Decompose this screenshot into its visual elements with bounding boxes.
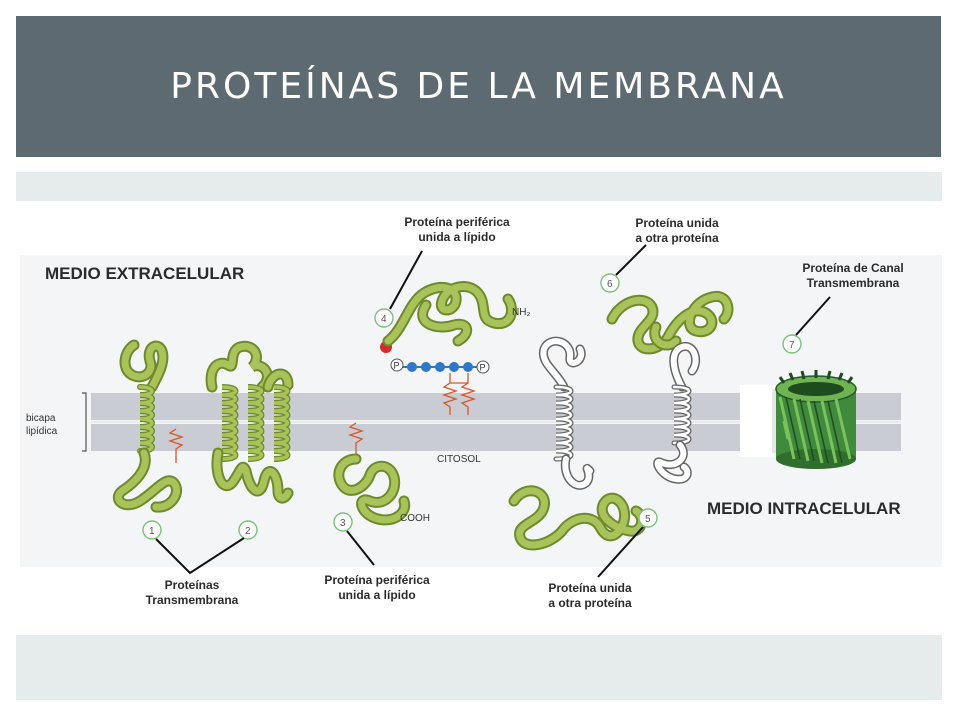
slide-title: PROTEÍNAS DE LA MEMBRANA	[170, 66, 787, 107]
svg-text:Transmembrana: Transmembrana	[807, 276, 900, 290]
svg-text:unida a lípido: unida a lípido	[418, 230, 495, 244]
membrane-protein-diagram: bicapa lipídica MEDIO EXTRACELULAR MEDIO…	[16, 201, 942, 635]
svg-text:Proteína unida: Proteína unida	[548, 581, 632, 595]
title-bar: PROTEÍNAS DE LA MEMBRANA	[16, 16, 941, 157]
helix-coil	[247, 385, 264, 461]
svg-text:3: 3	[340, 518, 346, 529]
transmembrane-protein-1	[113, 339, 183, 513]
svg-text:Proteína de Canal: Proteína de Canal	[802, 261, 903, 275]
transmembrane-protein-2-coils	[221, 384, 291, 462]
marker-4: 4	[374, 308, 394, 328]
label-periferica-bottom: Proteína periférica unida a lípido	[324, 573, 430, 602]
marker-1: 1	[142, 520, 162, 540]
svg-text:6: 6	[607, 279, 613, 290]
svg-text:P: P	[480, 363, 486, 373]
white-transmembrane-6	[653, 342, 701, 484]
medio-extracelular-label: MEDIO EXTRACELULAR	[45, 264, 244, 283]
svg-text:Proteínas: Proteínas	[165, 578, 220, 592]
linker-4	[441, 373, 477, 415]
svg-text:Proteína unida: Proteína unida	[635, 216, 719, 230]
svg-text:Transmembrana: Transmembrana	[146, 593, 239, 607]
marker-3: 3	[333, 512, 353, 532]
linker-1	[167, 428, 185, 463]
cooh-label: COOH	[400, 513, 430, 524]
label-canal: Proteína de Canal Transmembrana	[802, 261, 903, 290]
svg-text:7: 7	[789, 340, 795, 351]
svg-text:2: 2	[245, 526, 251, 537]
svg-text:1: 1	[149, 526, 155, 537]
svg-text:P: P	[394, 361, 400, 371]
marker-5: 5	[638, 508, 658, 528]
transmembrane-protein-2-bottom	[211, 447, 294, 504]
bilayer-bracket	[82, 392, 87, 452]
channel-protein-7	[740, 370, 857, 469]
citosol-label: CITOSOL	[437, 454, 481, 465]
svg-text:a otra proteína: a otra proteína	[548, 596, 632, 610]
helix-coil	[273, 385, 290, 461]
bound-protein-5	[508, 485, 648, 551]
svg-text:a otra proteína: a otra proteína	[635, 231, 719, 245]
bicapa-label-1: bicapa	[26, 413, 56, 424]
marker-2: 2	[238, 520, 258, 540]
label-unida-bottom: Proteína unida a otra proteína	[548, 581, 632, 610]
marker-7: 7	[782, 334, 802, 354]
svg-text:5: 5	[645, 514, 651, 525]
bottom-band	[16, 635, 942, 700]
top-band	[16, 172, 942, 201]
peripheral-protein-3	[333, 453, 411, 526]
svg-text:Proteína periférica: Proteína periférica	[404, 215, 510, 229]
medio-intracelular-label: MEDIO INTRACELULAR	[707, 499, 901, 518]
phosphate-left: P	[390, 358, 404, 372]
peripheral-protein-4	[382, 281, 517, 347]
leader-lines	[155, 244, 831, 578]
svg-text:unida a lípido: unida a lípido	[338, 588, 415, 602]
white-transmembrane-5	[538, 336, 595, 490]
svg-text:4: 4	[381, 314, 387, 325]
label-periferica-top: Proteína periférica unida a lípido	[404, 215, 510, 244]
helix-coil	[221, 385, 238, 461]
svg-text:Proteína periférica: Proteína periférica	[324, 573, 430, 587]
nh2-label: NH₂	[512, 307, 530, 318]
bicapa-label-2: lipídica	[26, 426, 58, 437]
transmembrane-protein-2	[205, 340, 294, 393]
label-transmembrana: Proteínas Transmembrana	[146, 578, 239, 607]
lipid-anchor-4	[380, 341, 481, 372]
linker-3	[347, 422, 365, 459]
marker-6: 6	[600, 273, 620, 293]
phosphate-right: P	[476, 360, 490, 374]
bound-protein-6	[606, 290, 734, 355]
label-unida-top: Proteína unida a otra proteína	[635, 216, 719, 245]
